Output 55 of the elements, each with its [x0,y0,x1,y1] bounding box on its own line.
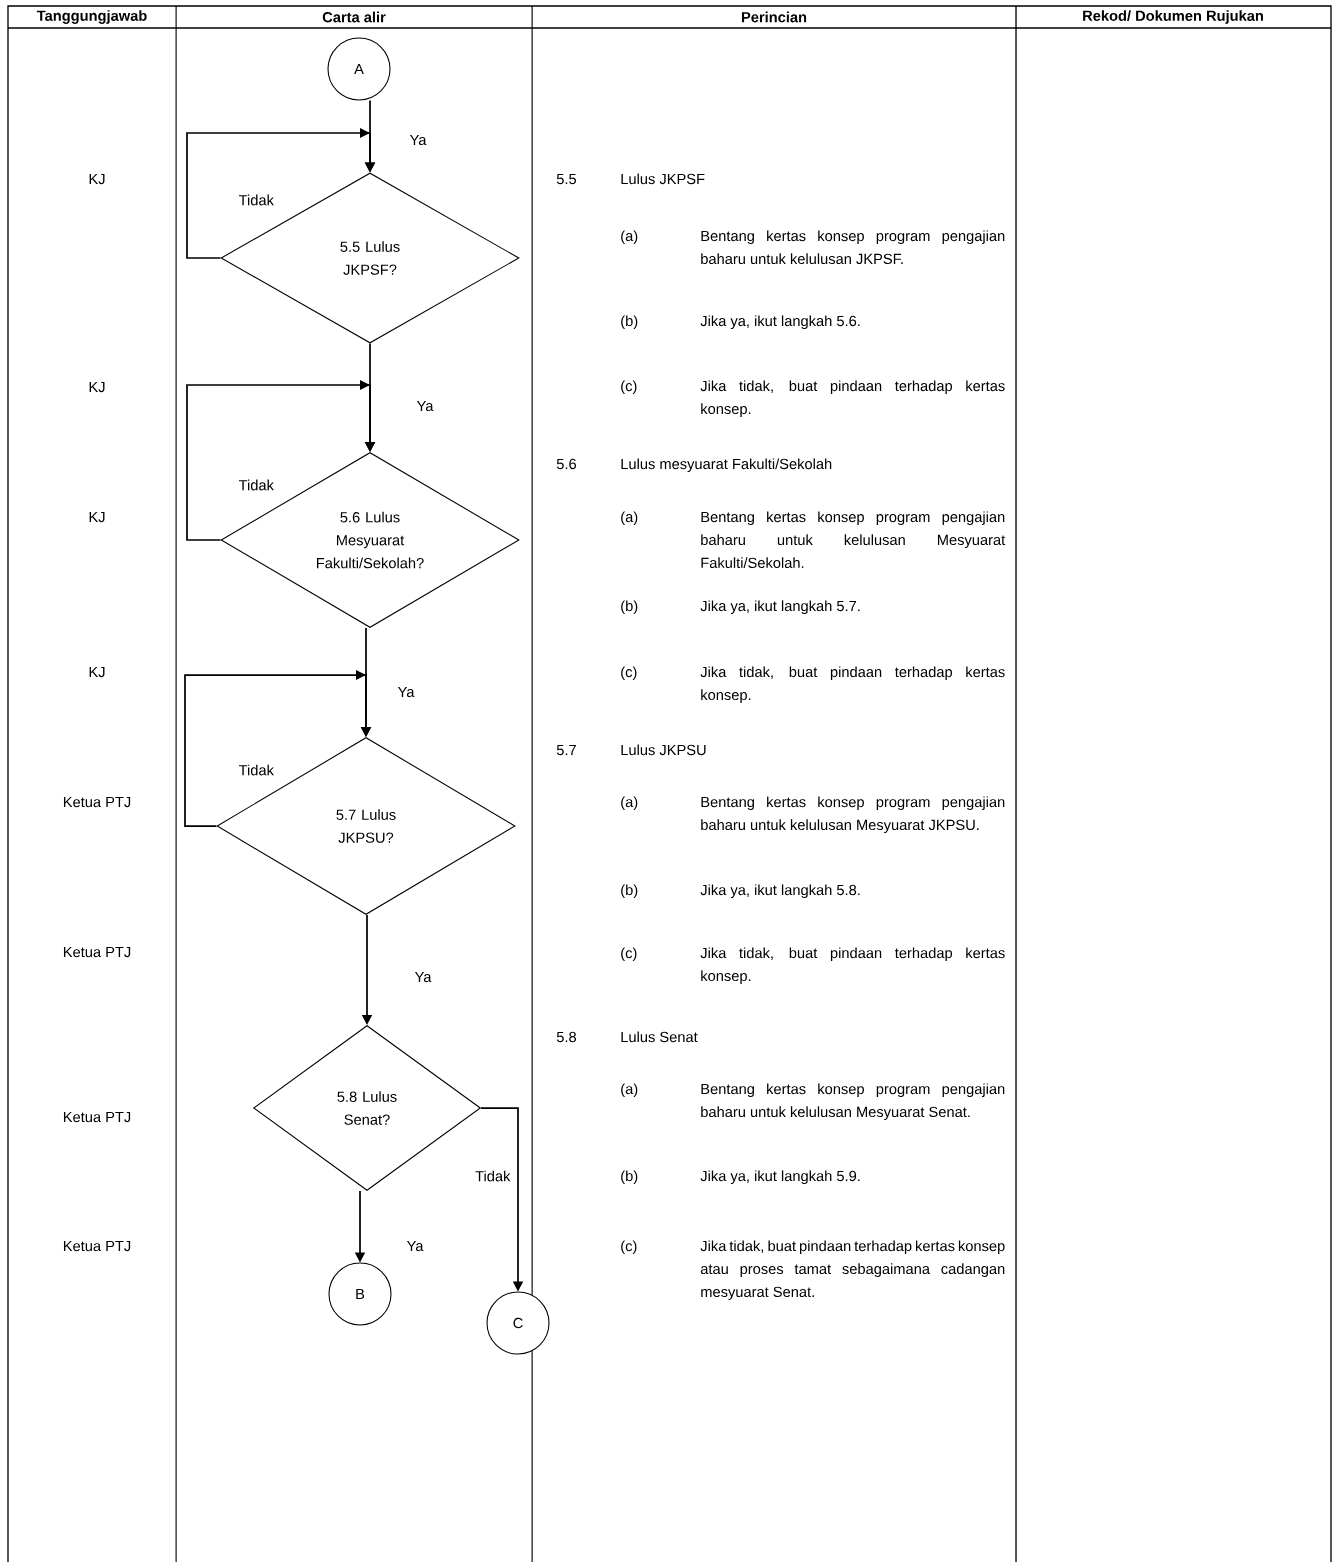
responsibility-label: Ketua PTJ [64,1111,131,1123]
responsibility-label: KJ [89,173,105,185]
item-letter: (b) [621,600,638,615]
item-letter: (a) [621,511,638,526]
step-number: 5.6 [556,458,576,470]
step-title: Lulus JKPSF [621,173,705,185]
step-description: Jika ya, ikut langkah 5.8. [700,884,860,899]
step-description: Jika tidak, buat pindaan terhadap kertas konsep. [700,380,1005,417]
item-letter: (a) [621,230,638,245]
edge-label: Tidak [238,194,274,206]
step-number: 5.7 [556,744,576,756]
edge-label: Ya [406,1240,424,1252]
item-letter: (c) [621,666,637,681]
edge-label: Tidak [238,479,274,491]
header-cell: Perincian [742,11,807,23]
responsibility-label: KJ [89,511,105,523]
responsibility-label: Ketua PTJ [64,946,131,958]
responsibility-label: Ketua PTJ [64,1240,131,1252]
edge-label: Ya [409,134,427,146]
edge-label: Ya [414,971,432,983]
step-description: Jika ya, ikut langkah 5.6. [700,315,860,330]
edge-label: Tidak [238,764,274,776]
step-description: Jika tidak, buat pindaan terhadap kertas konsep atau proses tamat sebagaimana cadangan mesyuarat Senat. [700,1240,1005,1300]
item-letter: (b) [621,1170,638,1185]
step-description: Bentang kertas konsep program pengajian baharu untuk kelulusan Mesyuarat Senat. [701,1083,1005,1120]
header-cell: Tanggungjawab [36,10,147,24]
responsibility-label: KJ [89,381,105,393]
item-letter: (b) [621,884,638,899]
item-letter: (c) [621,947,637,962]
item-letter: (c) [621,1240,637,1255]
responsibility-label: Ketua PTJ [64,796,131,808]
arrow [186,128,376,259]
step-title: Lulus Senat [621,1031,698,1043]
step-title: Lulus mesyuarat Fakulti/Sekolah [621,458,832,473]
step-description: Bentang kertas konsep program pengajian baharu untuk kelulusan Mesyuarat JKPSU. [701,796,1005,833]
edge-label: Ya [397,686,415,698]
edge-label: Ya [416,400,434,412]
header-cell: Carta alir [322,11,386,23]
step-description: Jika ya, ikut langkah 5.7. [700,600,860,615]
step-number: 5.8 [556,1031,576,1043]
step-title: Lulus JKPSU [621,744,706,756]
step-description: Jika tidak, buat pindaan terhadap kertas konsep. [700,947,1005,984]
step-description: Jika tidak, buat pindaan terhadap kertas konsep. [700,666,1005,703]
item-letter: (c) [621,380,637,395]
item-letter: (a) [621,1083,638,1098]
header-cell: Rekod/ Dokumen Rujukan [1083,10,1263,24]
step-description: Bentang kertas konsep program pengajian baharu untuk kelulusan JKPSF. [701,230,1005,265]
step-number: 5.5 [556,173,577,185]
arrow [184,670,372,827]
item-letter: (b) [621,315,638,330]
item-letter: (a) [621,796,638,811]
step-description: Bentang kertas konsep program pengajian baharu untuk kelulusan Mesyuarat Fakulti/Sekolah. [701,511,1006,568]
responsibility-label: KJ [89,666,105,678]
step-description: Jika ya, ikut langkah 5.9. [700,1170,860,1185]
arrow [186,380,376,541]
